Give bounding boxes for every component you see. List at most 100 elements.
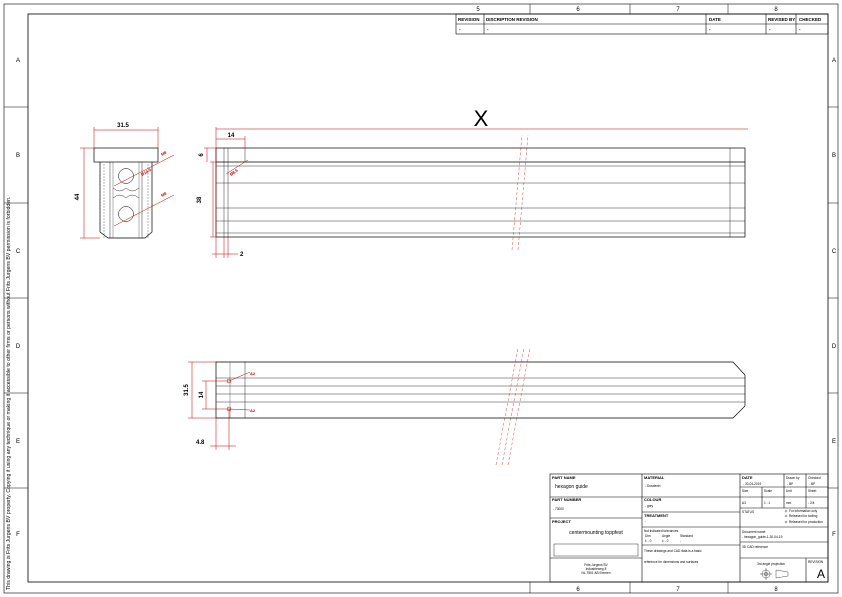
title-block-grid — [549, 473, 829, 583]
copyright-notice: This drawing is Frits Jurgens BV propert… — [6, 197, 12, 590]
top-view — [215, 361, 746, 419]
zone-col-label: 7 — [676, 587, 680, 593]
treatment-value: - — [645, 519, 646, 523]
status-radio-3 — [784, 520, 788, 524]
part-name-value: hexagon guide — [555, 484, 588, 490]
third-angle-projection-icon — [760, 568, 789, 580]
revision-value: A — [817, 567, 825, 581]
description-cell: - — [487, 27, 489, 32]
project-value: centermounting toppfest — [569, 530, 623, 536]
status-option-2: Released for tooling — [789, 514, 818, 518]
svg-text:E: E — [16, 439, 20, 445]
top-view-pitch-label: 14 — [199, 391, 205, 398]
material-label: MATERIAL — [644, 475, 665, 480]
cad-reference-label: 3D CAD reference — [742, 545, 768, 549]
sheet-value: - 2/4 — [808, 501, 815, 505]
part-number-label: PART NUMBER — [552, 497, 581, 502]
break-lines — [495, 134, 531, 466]
checked-value: - BP — [809, 482, 815, 486]
svg-text:A: A — [832, 58, 836, 64]
tol-val-dim: ± - 0 — [645, 539, 652, 543]
svg-text:D: D — [16, 344, 21, 350]
zone-row-labels: A B C D E F A B C D E F — [16, 58, 837, 538]
length-marker: X — [474, 106, 489, 131]
checked-header: CHECKED — [799, 17, 822, 22]
treatment-label: TREATMENT — [644, 513, 669, 518]
description-header: DISCRIPTION REVISION — [486, 17, 538, 22]
svg-text:D: D — [832, 344, 837, 350]
status-radio-1 — [784, 509, 788, 513]
status-radio-2 — [784, 514, 788, 518]
zone-col-label: 8 — [774, 7, 778, 13]
svg-text:B: B — [832, 153, 836, 159]
date-header: DATE — [709, 17, 721, 22]
zone-col-label: 6 — [576, 587, 580, 593]
front-view-offset-label: 14 — [228, 133, 235, 139]
status-option-1: For information only — [789, 509, 818, 513]
checked-label: Checked — [808, 476, 821, 480]
material-value: - Duralexin — [645, 484, 661, 488]
revision-cell: - — [459, 27, 461, 32]
end-view-sink: Ø14.5 — [140, 167, 153, 177]
colour-value: - grey — [645, 504, 654, 508]
svg-text:A: A — [16, 58, 20, 64]
revised-by-header: REVISED BY — [768, 17, 795, 22]
part-name-label: PART NAME — [552, 475, 576, 480]
scale-label: Scale — [764, 489, 772, 493]
end-view-width-label: 31.5 — [117, 123, 129, 129]
unit-value: mm — [786, 501, 792, 505]
revised-by-cell: - — [769, 27, 771, 32]
svg-text:F: F — [16, 532, 20, 538]
unit-label: Unit — [786, 489, 792, 493]
scale-value: 1 : 1 — [764, 501, 770, 505]
front-view-top-label: 6 — [199, 153, 205, 157]
top-view-height-label: 31.5 — [184, 384, 190, 396]
size-label: Size — [742, 489, 748, 493]
colour-label: COLOUR — [644, 497, 661, 502]
cad-note-1: These drawings and CAD data is a basic — [644, 549, 702, 553]
tol-col-dim: Dim — [645, 534, 651, 538]
front-view-sink-label: Ø8.5 — [229, 167, 240, 177]
projection-label: 3rd angle projection — [757, 562, 785, 566]
front-view-height-label: 38 — [197, 196, 203, 203]
top-view-hole-a: A2 — [250, 371, 256, 376]
zone-col-label: 5 — [476, 7, 480, 13]
sheet-label: Sheet — [808, 489, 816, 493]
svg-text:E: E — [832, 439, 836, 445]
drawn-label: Drawn by — [786, 476, 800, 480]
svg-text:C: C — [16, 249, 21, 255]
revision-header: REVISION — [458, 17, 480, 22]
checked-cell: - — [799, 27, 801, 32]
front-view-dimensions — [204, 127, 249, 258]
company-line-1: Frits Jurgens BV — [584, 563, 608, 567]
date-label: DATE — [742, 475, 753, 480]
end-view — [93, 147, 159, 239]
tol-val-standard: - — [680, 539, 681, 543]
svg-text:B: B — [16, 153, 20, 159]
end-view-height-label: 44 — [75, 193, 81, 200]
company-line-2: Industrieweg 8 — [586, 567, 607, 571]
top-view-hole-b: A2 — [250, 408, 256, 413]
zone-ticks — [4, 4, 838, 593]
status-label: STATUS — [742, 510, 754, 514]
cad-note-2: reference for dimensions and surfaces — [644, 560, 699, 564]
end-view-hole-bottom: M8 — [160, 190, 168, 197]
size-value: A3 — [742, 501, 746, 505]
svg-text:C: C — [832, 249, 837, 255]
top-view-end-label: 4.8 — [196, 440, 205, 446]
zone-col-label: 7 — [676, 7, 680, 13]
document-label: Document name — [742, 530, 766, 534]
tol-col-angle: Angle — [662, 534, 670, 538]
end-view-dimensions — [80, 127, 175, 239]
company-line-3: NL-7801 AB Emmen — [581, 571, 610, 575]
top-view-dimensions — [188, 361, 251, 450]
front-view — [215, 147, 746, 238]
tol-col-standard: Standard — [680, 534, 693, 538]
end-view-hole-top: M8 — [160, 149, 168, 156]
front-view-wall-label: 2 — [240, 252, 244, 258]
date-cell: - — [709, 27, 711, 32]
drawn-value: - BP — [787, 482, 793, 486]
revision-label: REVISION — [808, 560, 824, 564]
document-value: - hexagon_guide-1-30-04-19 — [742, 535, 783, 539]
